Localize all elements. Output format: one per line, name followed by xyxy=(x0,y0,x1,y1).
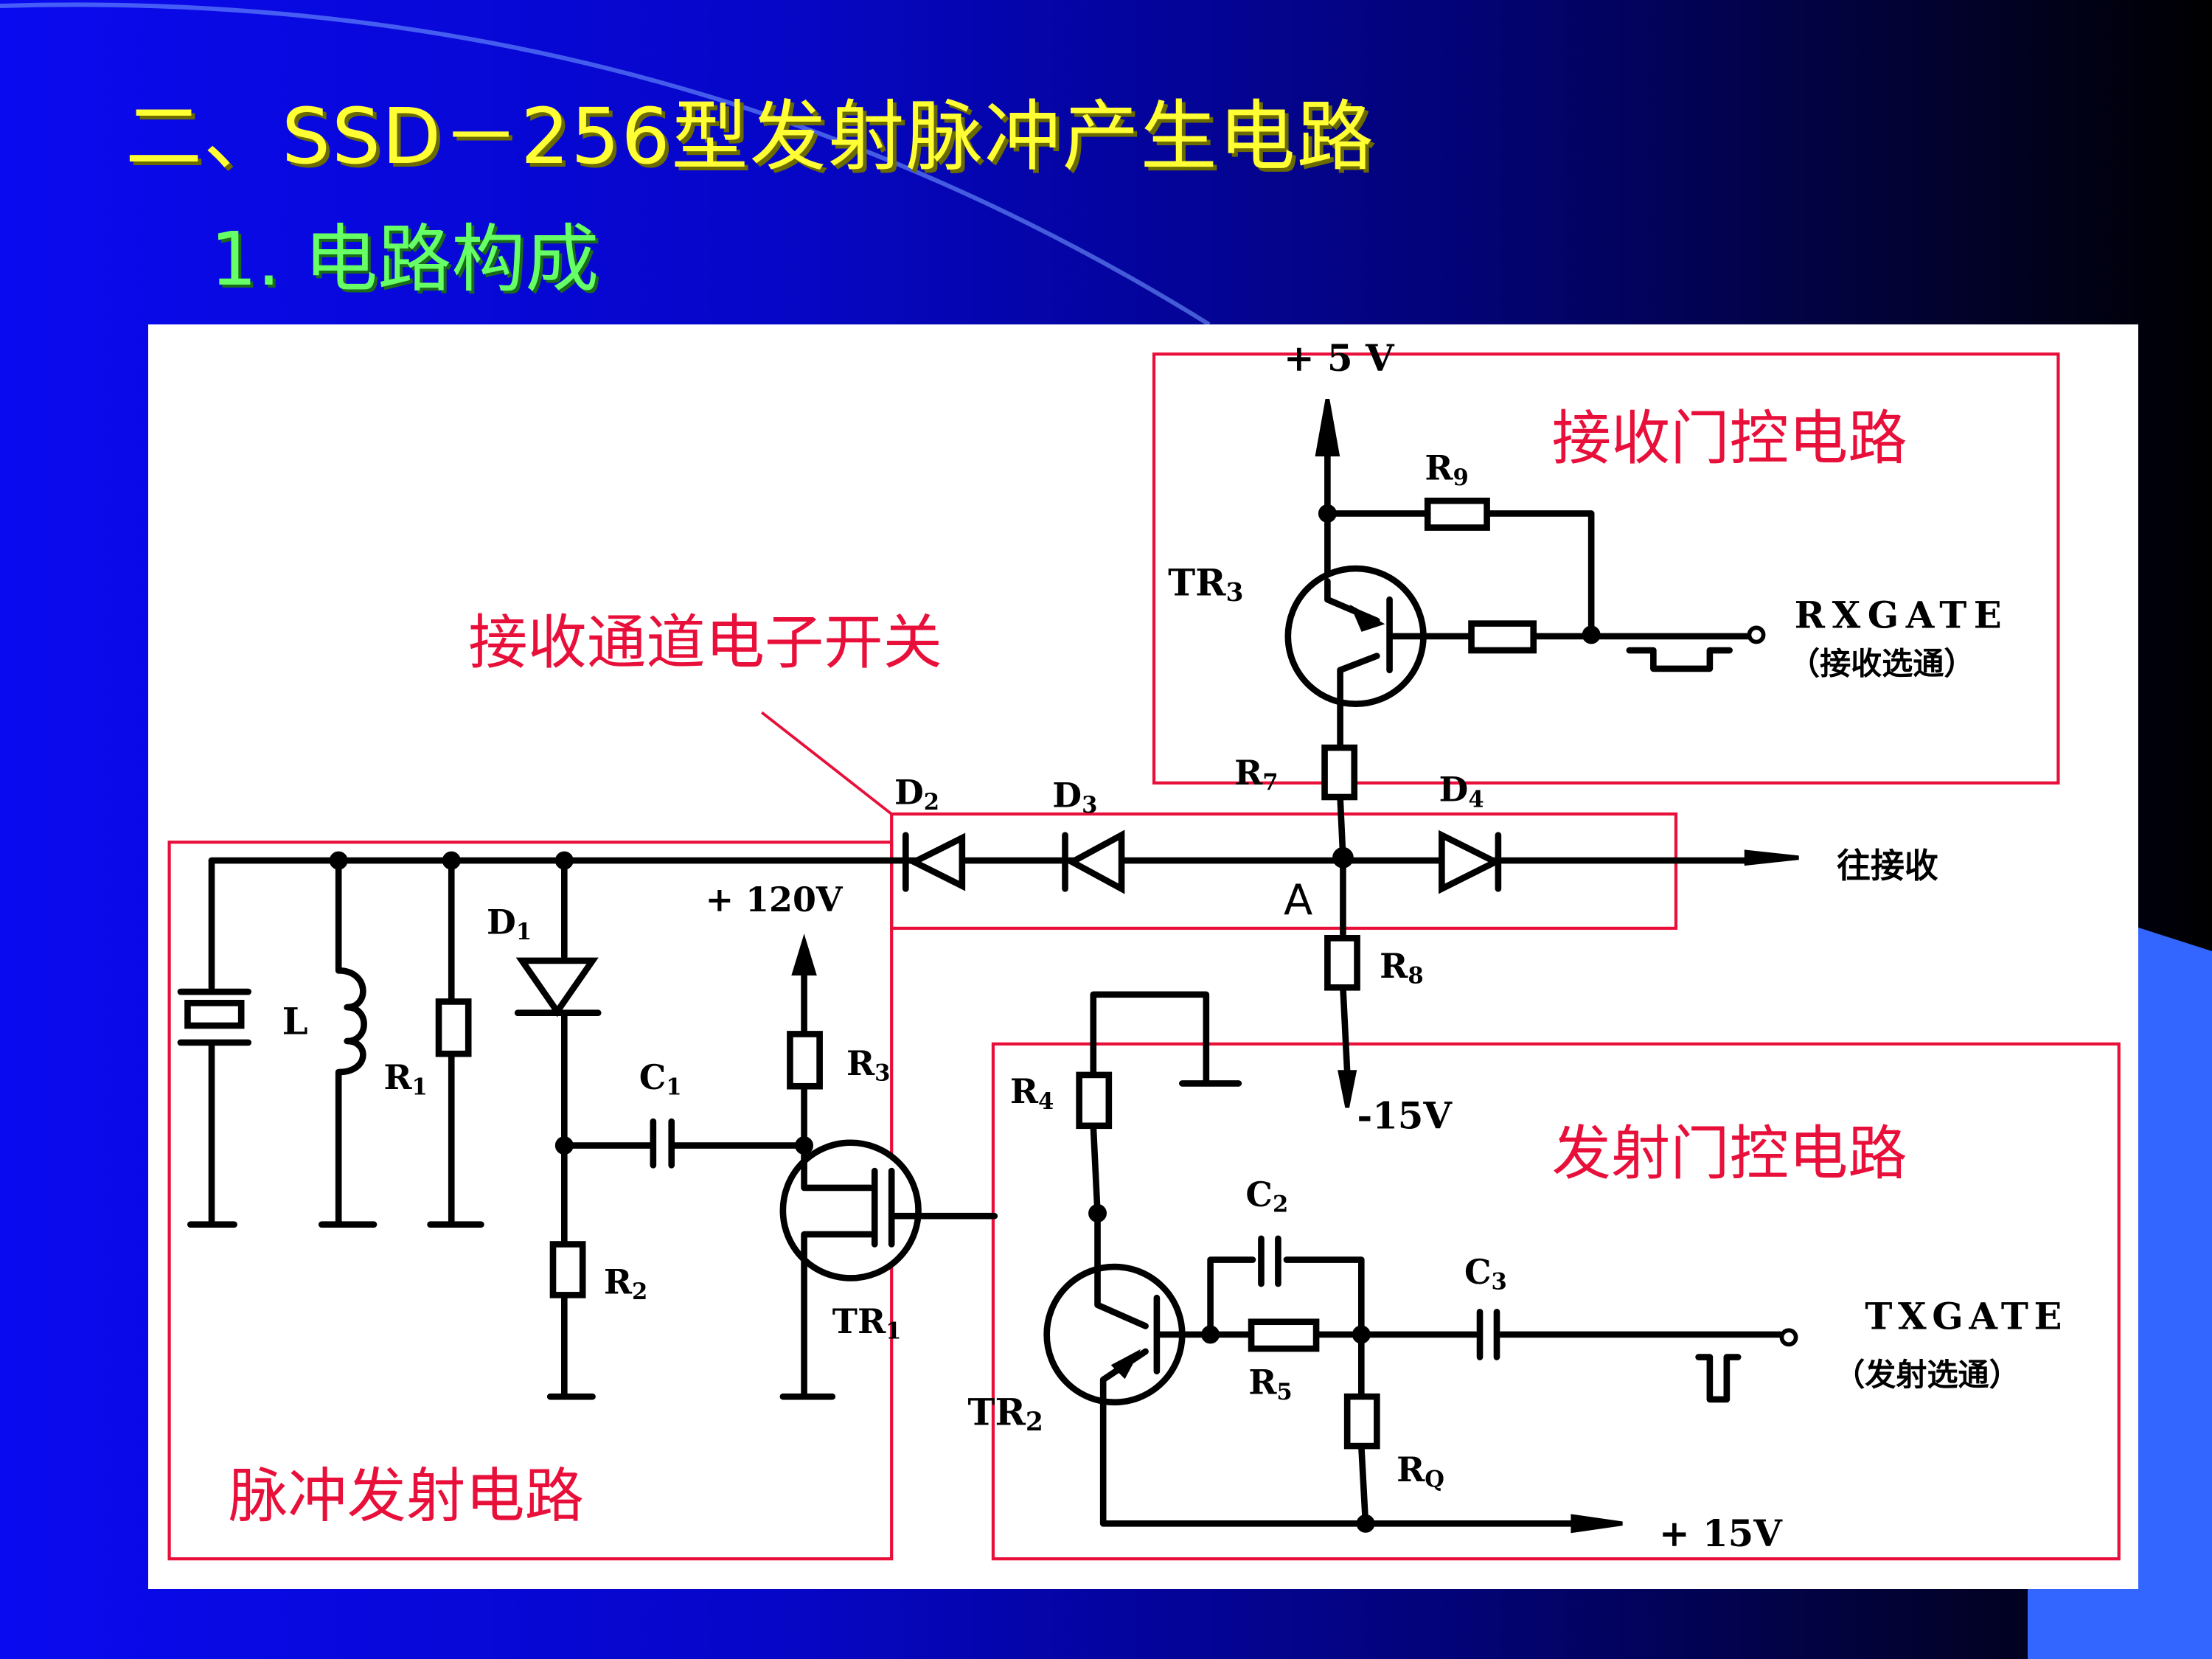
plus15-label: + 15V xyxy=(1659,1512,1783,1555)
slide-subtitle: 1. 电路构成 xyxy=(210,216,599,302)
txgate-note: （发射选通） xyxy=(1834,1356,2020,1393)
resistor-r4 xyxy=(1076,991,1242,1222)
resistor-r7 xyxy=(1321,744,1358,861)
pulse-circuit-label: 脉冲发射电路 xyxy=(229,1461,584,1531)
inductor-label: L xyxy=(282,999,308,1043)
plus5-label: + 5 V xyxy=(1284,336,1395,380)
r8-label: R8 xyxy=(1380,946,1423,990)
mosfet-tr1 xyxy=(779,1139,998,1400)
decorative-arc xyxy=(0,2,1211,327)
plus120-label: + 120V xyxy=(706,880,844,919)
rq-label: RQ xyxy=(1397,1450,1444,1493)
slide-title: 二、SSD－256型发射脉冲产生电路 xyxy=(125,91,1375,181)
d4-label: D4 xyxy=(1439,770,1484,813)
c3-label: C3 xyxy=(1464,1252,1507,1295)
transistor-tr3 xyxy=(1284,565,1766,751)
rx-switch-leader-line xyxy=(760,711,893,815)
diode-d3 xyxy=(1062,830,1125,894)
d2-label: D2 xyxy=(894,773,939,816)
r2-label: R2 xyxy=(604,1262,647,1305)
d3-label: D3 xyxy=(1052,775,1097,818)
txgate-label: TXGATE xyxy=(1865,1294,2067,1338)
r9-label: R9 xyxy=(1425,448,1468,492)
c2-label: C2 xyxy=(1245,1175,1288,1218)
rxgate-label: RXGATE xyxy=(1795,593,2009,636)
receive-gate-box xyxy=(1152,352,2060,785)
capacitor-c2 xyxy=(1258,1235,1281,1287)
transmit-gate-label: 发射门控电路 xyxy=(1552,1119,1907,1188)
r7-label: R7 xyxy=(1234,753,1278,796)
diode-d1 xyxy=(514,851,602,1400)
resistor-r1 xyxy=(427,851,484,1228)
plus5-rail xyxy=(1315,398,1340,585)
capacitor-c3 xyxy=(1476,1309,1500,1360)
d1-label: D1 xyxy=(487,902,532,946)
diode-d4 xyxy=(1439,830,1503,894)
transducer-crystal xyxy=(177,857,252,1228)
tr1-label: TR1 xyxy=(832,1301,902,1345)
r3-label: R3 xyxy=(846,1043,890,1087)
minus15-label: -15V xyxy=(1357,1094,1453,1138)
c1-label: C1 xyxy=(639,1057,682,1101)
resistor-rq xyxy=(1343,1331,1380,1527)
diode-d2 xyxy=(902,832,966,892)
plus120-rail xyxy=(787,933,823,1149)
resistor-r9 xyxy=(1324,497,1595,639)
tr2-label: TR2 xyxy=(967,1390,1043,1437)
tr3-label: TR3 xyxy=(1168,560,1243,608)
resistor-r2 xyxy=(549,1241,586,1298)
r5-label: R5 xyxy=(1248,1362,1292,1405)
inductor-l xyxy=(318,851,378,1228)
resistor-r8 xyxy=(1324,854,1360,1108)
transistor-tr2 xyxy=(1043,1210,1798,1534)
to-receiver-label: 往接收 xyxy=(1837,846,1938,886)
rxgate-note: （接收选通） xyxy=(1789,645,1975,682)
node-a-label: A xyxy=(1284,875,1312,925)
capacitor-c1 xyxy=(561,1118,813,1169)
receive-gate-label: 接收门控电路 xyxy=(1552,403,1907,473)
r4-label: R4 xyxy=(1010,1071,1054,1115)
resistor-r5 xyxy=(1248,1318,1320,1352)
transmit-gate-box xyxy=(991,1042,2121,1561)
r1-label: R1 xyxy=(383,1057,427,1101)
rx-switch-label: 接收通道电子开关 xyxy=(468,608,942,677)
